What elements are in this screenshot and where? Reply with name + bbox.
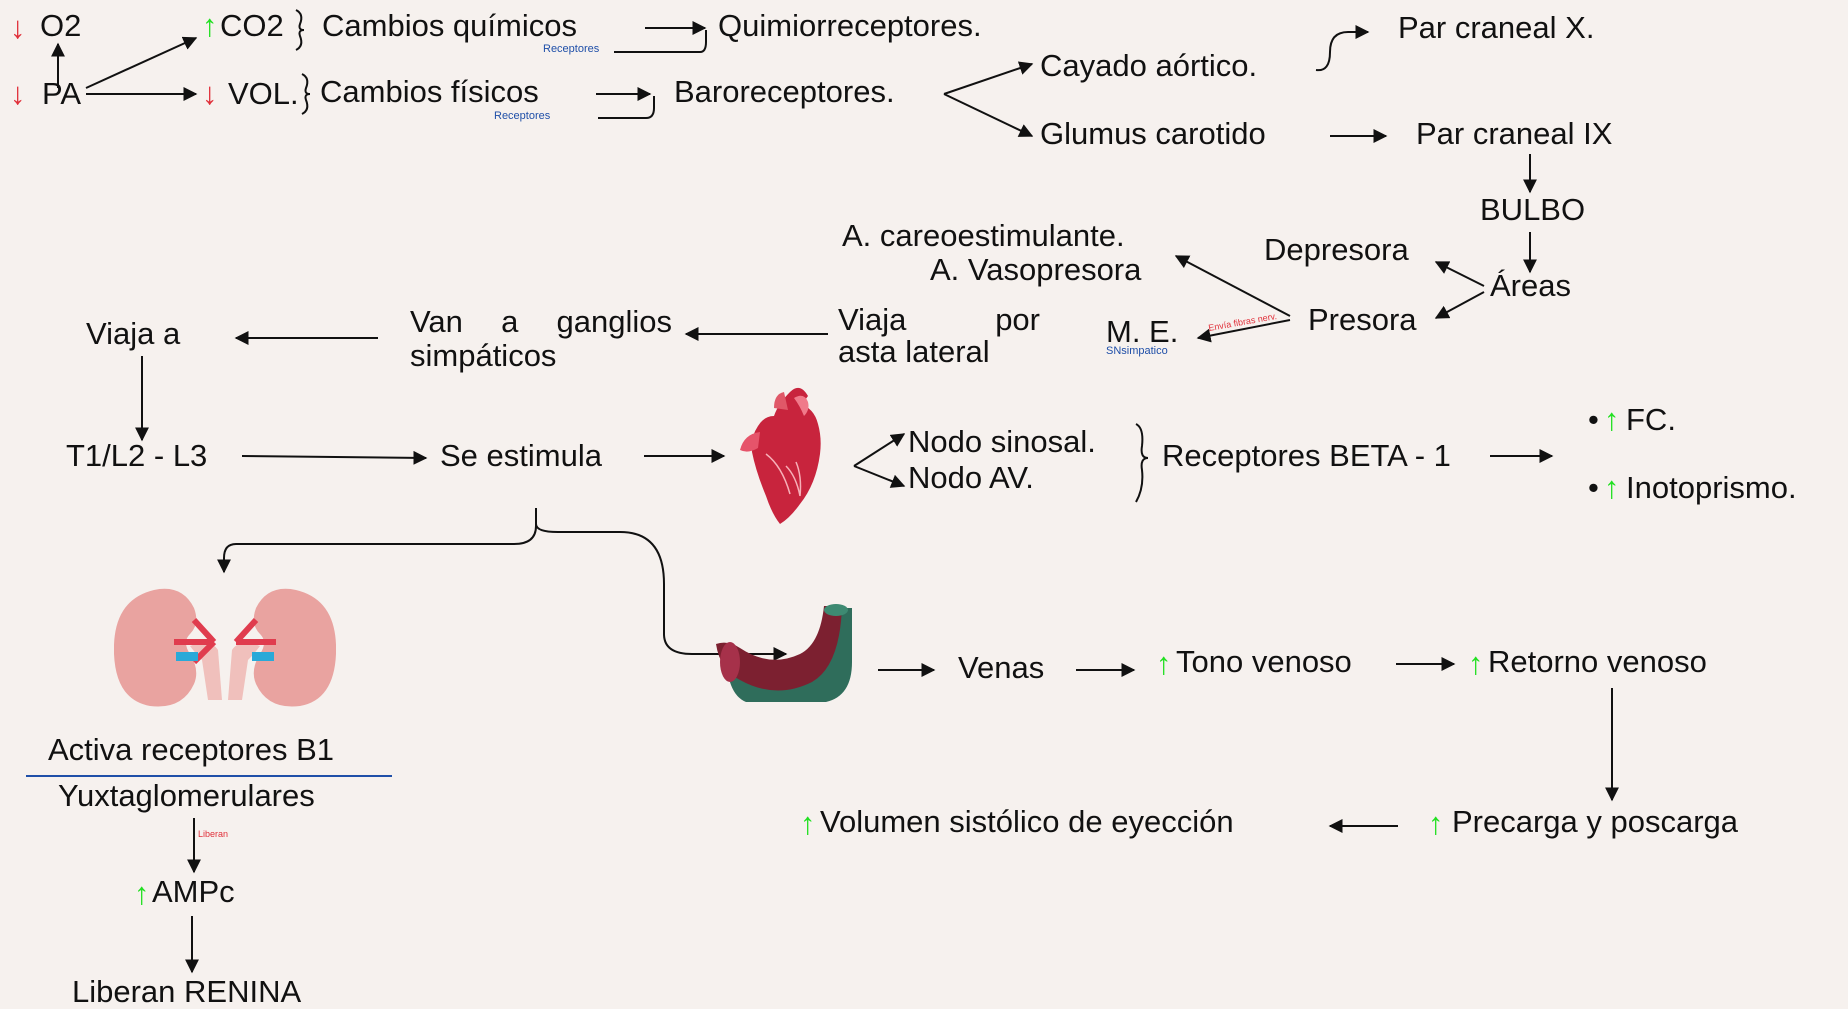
precarga-label: Precarga y poscarga	[1452, 804, 1739, 839]
me-label: M. E.	[1106, 314, 1179, 349]
up-arrow-icon: ↑	[1604, 470, 1620, 505]
venas-label: Venas	[958, 650, 1045, 685]
down-arrow-icon: ↓	[10, 76, 26, 111]
receptores-note: Receptores	[494, 110, 551, 122]
kidneys-image	[114, 588, 336, 707]
baroreceptores-label: Baroreceptores.	[674, 74, 895, 109]
bullet-dot: •	[1588, 402, 1599, 437]
fc-label: FC.	[1626, 402, 1676, 437]
liberan-note: Liberan	[198, 829, 229, 839]
cambios-fisicos-label: Cambios físicos	[320, 74, 539, 109]
ampc-label: AMPc	[152, 874, 235, 909]
down-arrow-icon: ↓	[202, 76, 218, 111]
liberan-renina-label: Liberan RENINA	[72, 974, 302, 1009]
nodo-sinosal-label: Nodo sinosal.	[908, 424, 1096, 459]
viaja-a-label: Viaja a	[86, 316, 181, 351]
up-arrow-icon: ↑	[1604, 402, 1620, 437]
areas-label: Áreas	[1490, 268, 1571, 303]
pa-label: PA	[42, 76, 82, 111]
quimiorreceptores-label: Quimiorreceptores.	[718, 8, 982, 43]
par-craneal-ix-label: Par craneal IX	[1416, 116, 1613, 151]
up-arrow-icon: ↑	[1156, 646, 1172, 681]
vein-image	[716, 604, 852, 702]
vol-label: VOL.	[228, 76, 299, 111]
o2-label: O2	[40, 8, 82, 43]
par-craneal-x-label: Par craneal X.	[1398, 10, 1595, 45]
a-vasopresora-label: A. Vasopresora	[930, 252, 1142, 287]
presora-label: Presora	[1308, 302, 1417, 337]
up-arrow-icon: ↑	[800, 806, 816, 841]
inotoprismo-label: Inotoprismo.	[1626, 470, 1797, 505]
receptores-note: Receptores	[543, 43, 600, 55]
t1-l2-l3-label: T1/L2 - L3	[66, 438, 208, 473]
depresora-label: Depresora	[1264, 232, 1409, 267]
nodo-av-label: Nodo AV.	[908, 460, 1034, 495]
retorno-venoso-label: Retorno venoso	[1488, 644, 1707, 679]
up-arrow-icon: ↑	[202, 8, 218, 43]
up-arrow-icon: ↑	[134, 876, 150, 911]
glumus-carotido-label: Glumus carotido	[1040, 116, 1266, 151]
co2-label: CO2	[220, 8, 284, 43]
volumen-sistolico-label: Volumen sistólico de eyección	[820, 804, 1234, 839]
down-arrow-icon: ↓	[10, 10, 26, 45]
cambios-quimicos-label: Cambios químicos	[322, 8, 577, 43]
simpaticos-label: simpáticos	[410, 338, 557, 373]
bulbo-label: BULBO	[1480, 192, 1586, 227]
snsimpatico-note: SNsimpatico	[1106, 345, 1168, 357]
asta-lateral-label: asta lateral	[838, 334, 990, 369]
receptores-beta-label: Receptores BETA - 1	[1162, 438, 1451, 473]
bullet-dot: •	[1588, 470, 1599, 505]
tono-venoso-label: Tono venoso	[1176, 644, 1352, 679]
se-estimula-label: Se estimula	[440, 438, 602, 473]
activa-receptores-label: Activa receptores B1	[48, 732, 335, 767]
a-careoestimulante-label: A. careoestimulante.	[842, 218, 1125, 253]
yuxtaglomerulares-label: Yuxtaglomerulares	[58, 778, 315, 813]
up-arrow-icon: ↑	[1428, 806, 1444, 841]
up-arrow-icon: ↑	[1468, 646, 1484, 681]
cayado-aortico-label: Cayado aórtico.	[1040, 48, 1258, 83]
heart-image	[740, 387, 821, 524]
